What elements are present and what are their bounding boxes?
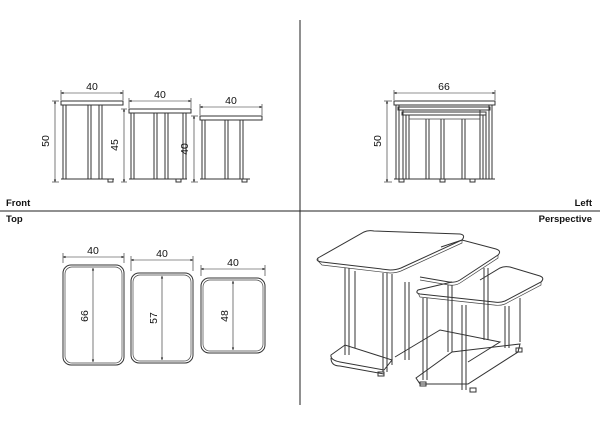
front-table-1-width: 40 — [86, 81, 98, 93]
top-table-3: 40 48 — [200, 257, 266, 354]
front-table-2-height: 45 — [109, 139, 121, 151]
front-table-3: 40 40 — [179, 95, 263, 183]
top-table-1-width: 40 — [87, 245, 99, 257]
perspective-top-small — [416, 266, 544, 303]
front-table-3-width: 40 — [225, 95, 237, 107]
top-table-3-width: 40 — [227, 257, 239, 269]
left-view-label: Left — [574, 198, 592, 209]
top-view: 40 66 40 57 40 48 — [62, 245, 266, 366]
front-view-label: Front — [6, 198, 31, 209]
top-view-label: Top — [6, 214, 23, 225]
top-table-1: 40 66 — [62, 245, 125, 366]
front-view: 40 50 40 45 — [40, 81, 263, 183]
front-table-1-height: 50 — [40, 135, 52, 147]
top-table-2: 40 57 — [130, 248, 194, 364]
perspective-top-large — [316, 230, 465, 271]
perspective-view — [316, 230, 544, 393]
top-table-1-depth: 66 — [79, 310, 91, 322]
front-table-2: 40 45 — [109, 89, 192, 183]
left-view: 66 50 — [372, 81, 496, 183]
left-view-depth: 66 — [438, 81, 450, 93]
front-table-3-height: 40 — [179, 143, 191, 155]
top-table-2-depth: 57 — [148, 312, 160, 324]
top-table-2-width: 40 — [156, 248, 168, 260]
front-table-2-width: 40 — [154, 89, 166, 101]
perspective-view-label: Perspective — [538, 214, 592, 225]
front-table-1: 40 50 — [40, 81, 124, 183]
left-view-height: 50 — [372, 135, 384, 147]
top-table-3-depth: 48 — [219, 310, 231, 322]
